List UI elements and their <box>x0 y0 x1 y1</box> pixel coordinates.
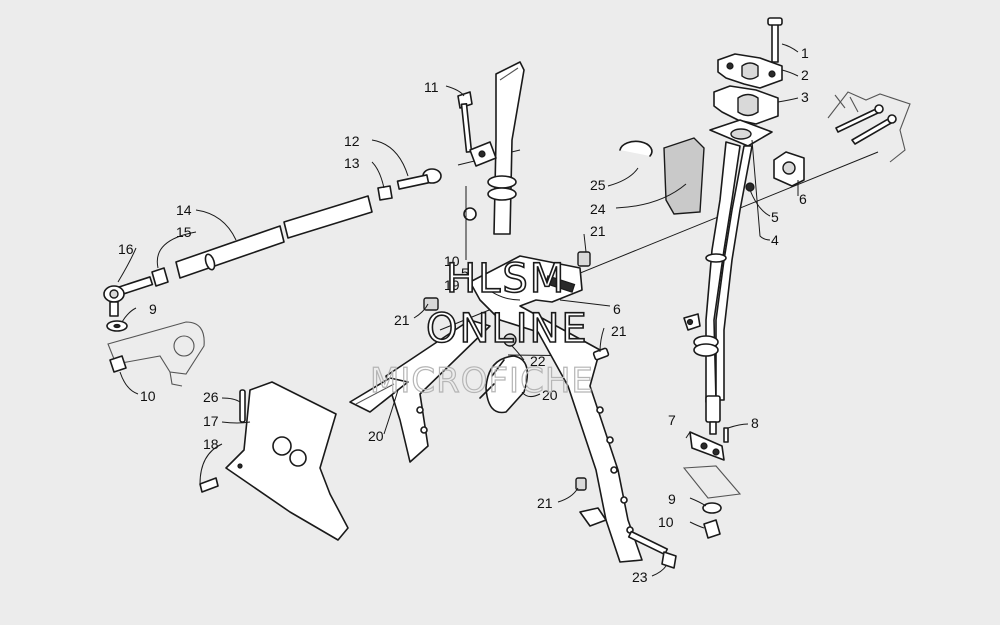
grease-fitting-21-upper <box>577 251 591 267</box>
callout-20-right: 20 <box>542 387 558 403</box>
washer-9-right <box>702 502 722 514</box>
hose-clamp-20-left <box>349 377 409 413</box>
leader-lines <box>117 43 799 577</box>
callout-9-right: 9 <box>668 491 676 507</box>
bracket-plate <box>682 465 742 499</box>
bearing-cap <box>745 151 805 192</box>
screw-18 <box>199 477 219 493</box>
callout-3: 3 <box>801 89 809 105</box>
callout-19: 19 <box>444 277 460 293</box>
callout-5-center: 5 <box>461 265 469 281</box>
callout-18: 18 <box>203 436 219 452</box>
callout-9-left: 9 <box>149 301 157 317</box>
bolt-23 <box>627 530 677 569</box>
callout-17: 17 <box>203 413 219 429</box>
jam-nut-15 <box>151 267 169 287</box>
snap-ring <box>619 140 653 157</box>
callout-7: 7 <box>668 412 676 428</box>
washer-9-left <box>106 320 128 332</box>
callout-6: 6 <box>799 191 807 207</box>
callout-22: 22 <box>530 353 546 369</box>
shield-17 <box>225 381 349 541</box>
callout-14: 14 <box>176 202 192 218</box>
fitting-22 <box>503 333 517 347</box>
callout-25: 25 <box>590 177 606 193</box>
callout-4: 4 <box>771 232 779 248</box>
callout-8: 8 <box>751 415 759 431</box>
frame-outline-ghost <box>827 91 911 163</box>
foam-pad <box>663 137 705 215</box>
tie-rod-end-16 <box>103 276 154 317</box>
mounting-bolts-long <box>835 104 897 145</box>
callout-2: 2 <box>801 67 809 83</box>
callout-15: 15 <box>176 224 192 240</box>
handlebar-clamp-bolt <box>767 17 783 63</box>
callout-labels: 1 2 3 4 5 6 7 8 9 10 9 10 11 12 13 14 15… <box>118 45 809 585</box>
callout-6-center: 6 <box>613 301 621 317</box>
watermark: HLSM ONLINE MICROFICHE <box>369 255 594 401</box>
callout-16: 16 <box>118 241 134 257</box>
watermark-line3: MICROFICHE <box>370 361 594 401</box>
callout-21-upper: 21 <box>590 223 606 239</box>
handlebar-clamp-lower <box>713 85 779 125</box>
callout-26: 26 <box>203 389 219 405</box>
steering-post <box>683 119 773 435</box>
steering-frame <box>385 255 643 563</box>
callout-10-center: 10 <box>444 253 460 269</box>
jam-nut-13 <box>377 185 393 201</box>
nut-10-right <box>703 519 721 539</box>
callout-1: 1 <box>801 45 809 61</box>
callout-10-right: 10 <box>658 514 674 530</box>
callout-10-left: 10 <box>140 388 156 404</box>
watermark-line1: HLSM <box>446 256 566 302</box>
grease-fitting-21-lower <box>575 477 607 527</box>
tie-rod-end-12 <box>396 168 442 190</box>
callout-24: 24 <box>590 201 606 217</box>
grease-fitting-21-left <box>423 297 439 311</box>
watermark-line2: ONLINE <box>426 306 589 352</box>
callout-11: 11 <box>424 79 439 95</box>
steering-arm <box>107 321 205 387</box>
handlebar-clamp-upper <box>717 53 783 89</box>
callout-21-right: 21 <box>611 323 627 339</box>
hose-clamp-20-right <box>479 355 529 414</box>
pin-26 <box>239 389 246 423</box>
tie-rod-14 <box>175 195 373 279</box>
cotter-pin-8 <box>723 427 729 443</box>
callout-21-left: 21 <box>394 312 410 328</box>
callout-21-lower: 21 <box>537 495 553 511</box>
callout-13: 13 <box>344 155 360 171</box>
bolt-11 <box>457 91 473 153</box>
bracket-7 <box>689 431 725 461</box>
steering-support-tube <box>463 61 525 235</box>
callout-23: 23 <box>632 569 648 585</box>
callout-12: 12 <box>344 133 360 149</box>
nut-10-left <box>109 355 127 373</box>
callout-20-left: 20 <box>368 428 384 444</box>
callout-5: 5 <box>771 209 779 225</box>
